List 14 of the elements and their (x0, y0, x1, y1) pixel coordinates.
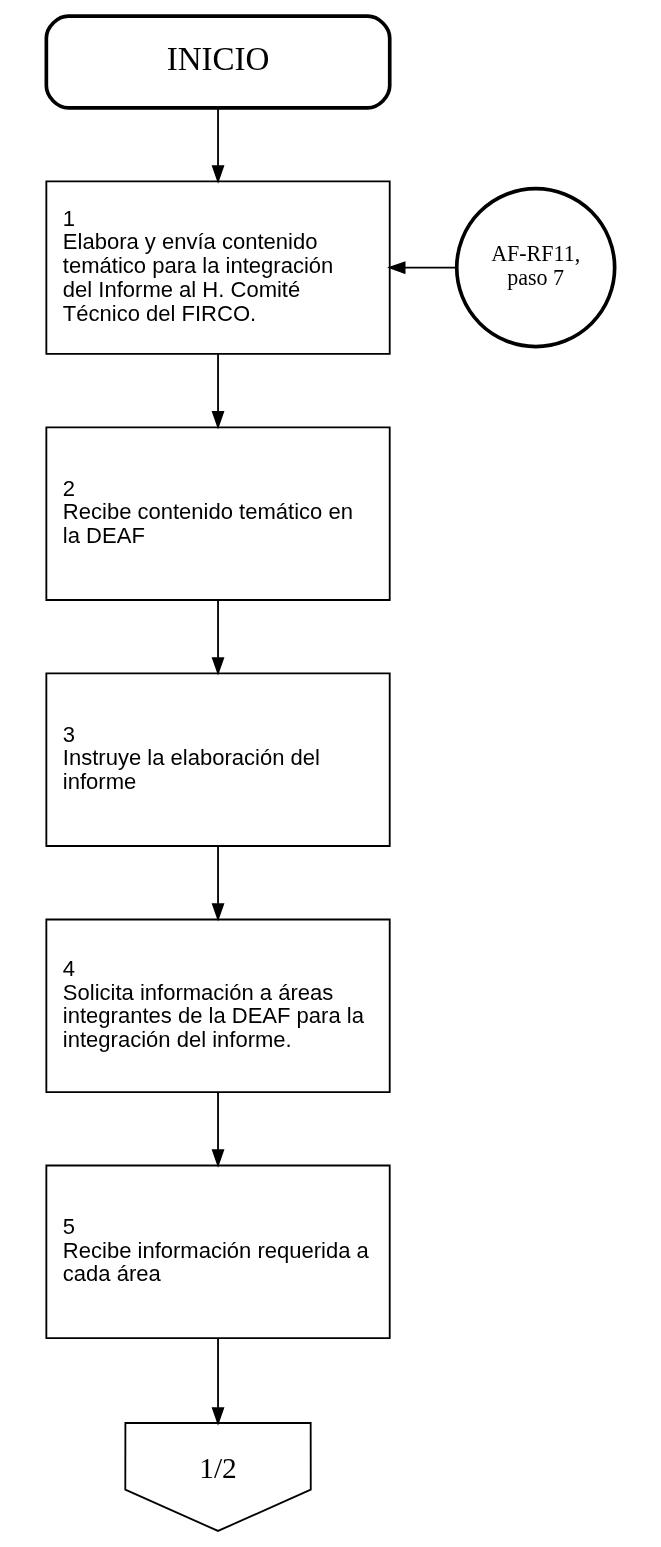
node-box: 2 Recibe contenido temático en la DEAF (45, 426, 391, 601)
node-box: 5 Recibe información requerida a cada área (45, 1164, 391, 1340)
arrow (211, 1337, 225, 1426)
node-box: INICIO (44, 14, 392, 110)
arrow (211, 845, 225, 922)
node-box: 1 Elabora y envía contenido temático para la integración del Informe al H. Comité Técnico del FIRCO. (45, 180, 391, 355)
arrow (387, 261, 458, 275)
arrow (211, 353, 225, 430)
arrow (211, 107, 225, 184)
node-box: 3 Instruye la elaboración del informe (45, 672, 391, 847)
arrow (211, 1091, 225, 1168)
arrow (211, 599, 225, 676)
node-circle: AF-RF11, paso 7 (454, 186, 617, 349)
node-box: 4 Solicita información a áreas integrantes de la DEAF para la integración del informe. (45, 918, 391, 1093)
